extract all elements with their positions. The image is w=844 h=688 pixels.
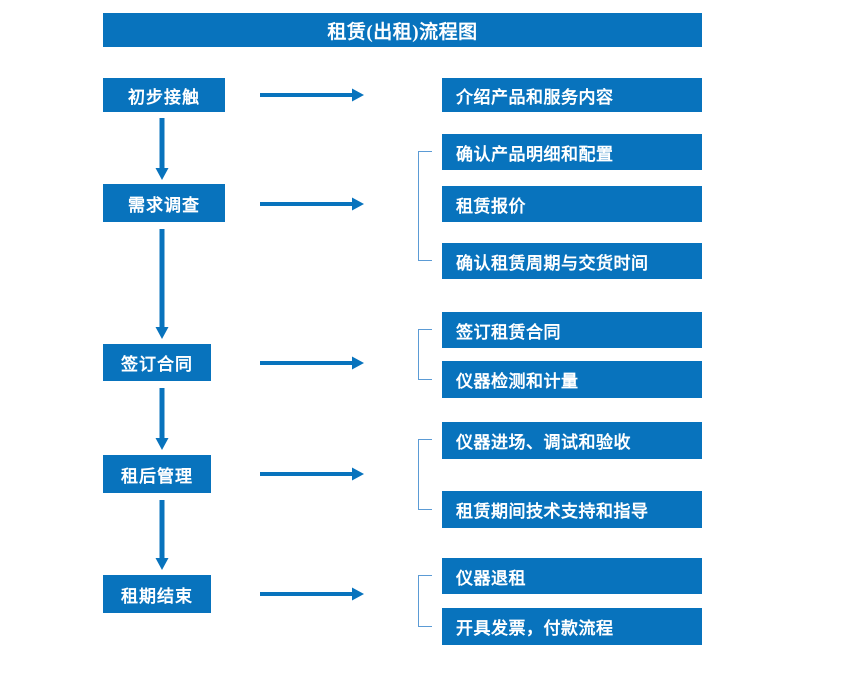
arrow-stage3-to-details xyxy=(260,356,364,370)
arrow-stage1-to-details xyxy=(260,88,364,102)
detail-box-technical-support[interactable]: 租赁期间技术支持和指导 xyxy=(442,491,702,528)
detail-box-instrument-entry-commissioning[interactable]: 仪器进场、调试和验收 xyxy=(442,422,702,459)
stage-box-initial-contact[interactable]: 初步接触 xyxy=(103,78,225,112)
detail-box-instrument-return[interactable]: 仪器退租 xyxy=(442,558,702,594)
detail-box-confirm-period-delivery[interactable]: 确认租赁周期与交货时间 xyxy=(442,243,702,279)
arrow-stage4-to-details xyxy=(260,467,364,481)
arrow-stage2-to-stage3 xyxy=(155,229,169,339)
detail-box-invoice-payment[interactable]: 开具发票，付款流程 xyxy=(442,608,702,645)
detail-box-rental-quote[interactable]: 租赁报价 xyxy=(442,186,702,222)
stage-box-sign-contract[interactable]: 签订合同 xyxy=(103,344,211,381)
bracket-rental-end-group xyxy=(418,575,432,627)
detail-box-sign-rental-contract[interactable]: 签订租赁合同 xyxy=(442,312,702,348)
detail-box-confirm-product-spec[interactable]: 确认产品明细和配置 xyxy=(442,134,702,170)
detail-box-instrument-inspection[interactable]: 仪器检测和计量 xyxy=(442,361,702,398)
arrow-stage1-to-stage2 xyxy=(155,118,169,180)
diagram-title: 租赁(出租)流程图 xyxy=(103,13,702,47)
stage-box-needs-survey[interactable]: 需求调查 xyxy=(103,184,225,222)
arrow-stage5-to-details xyxy=(260,587,364,601)
stage-box-post-rental-management[interactable]: 租后管理 xyxy=(103,455,211,493)
stage-box-rental-end[interactable]: 租期结束 xyxy=(103,575,211,613)
bracket-sign-contract-group xyxy=(418,329,432,380)
arrow-stage4-to-stage5 xyxy=(155,500,169,570)
bracket-needs-survey-group xyxy=(418,151,432,261)
detail-box-introduce-products[interactable]: 介绍产品和服务内容 xyxy=(442,78,702,112)
bracket-post-rental-group xyxy=(418,439,432,510)
arrow-stage3-to-stage4 xyxy=(155,388,169,450)
arrow-stage2-to-details xyxy=(260,197,364,211)
